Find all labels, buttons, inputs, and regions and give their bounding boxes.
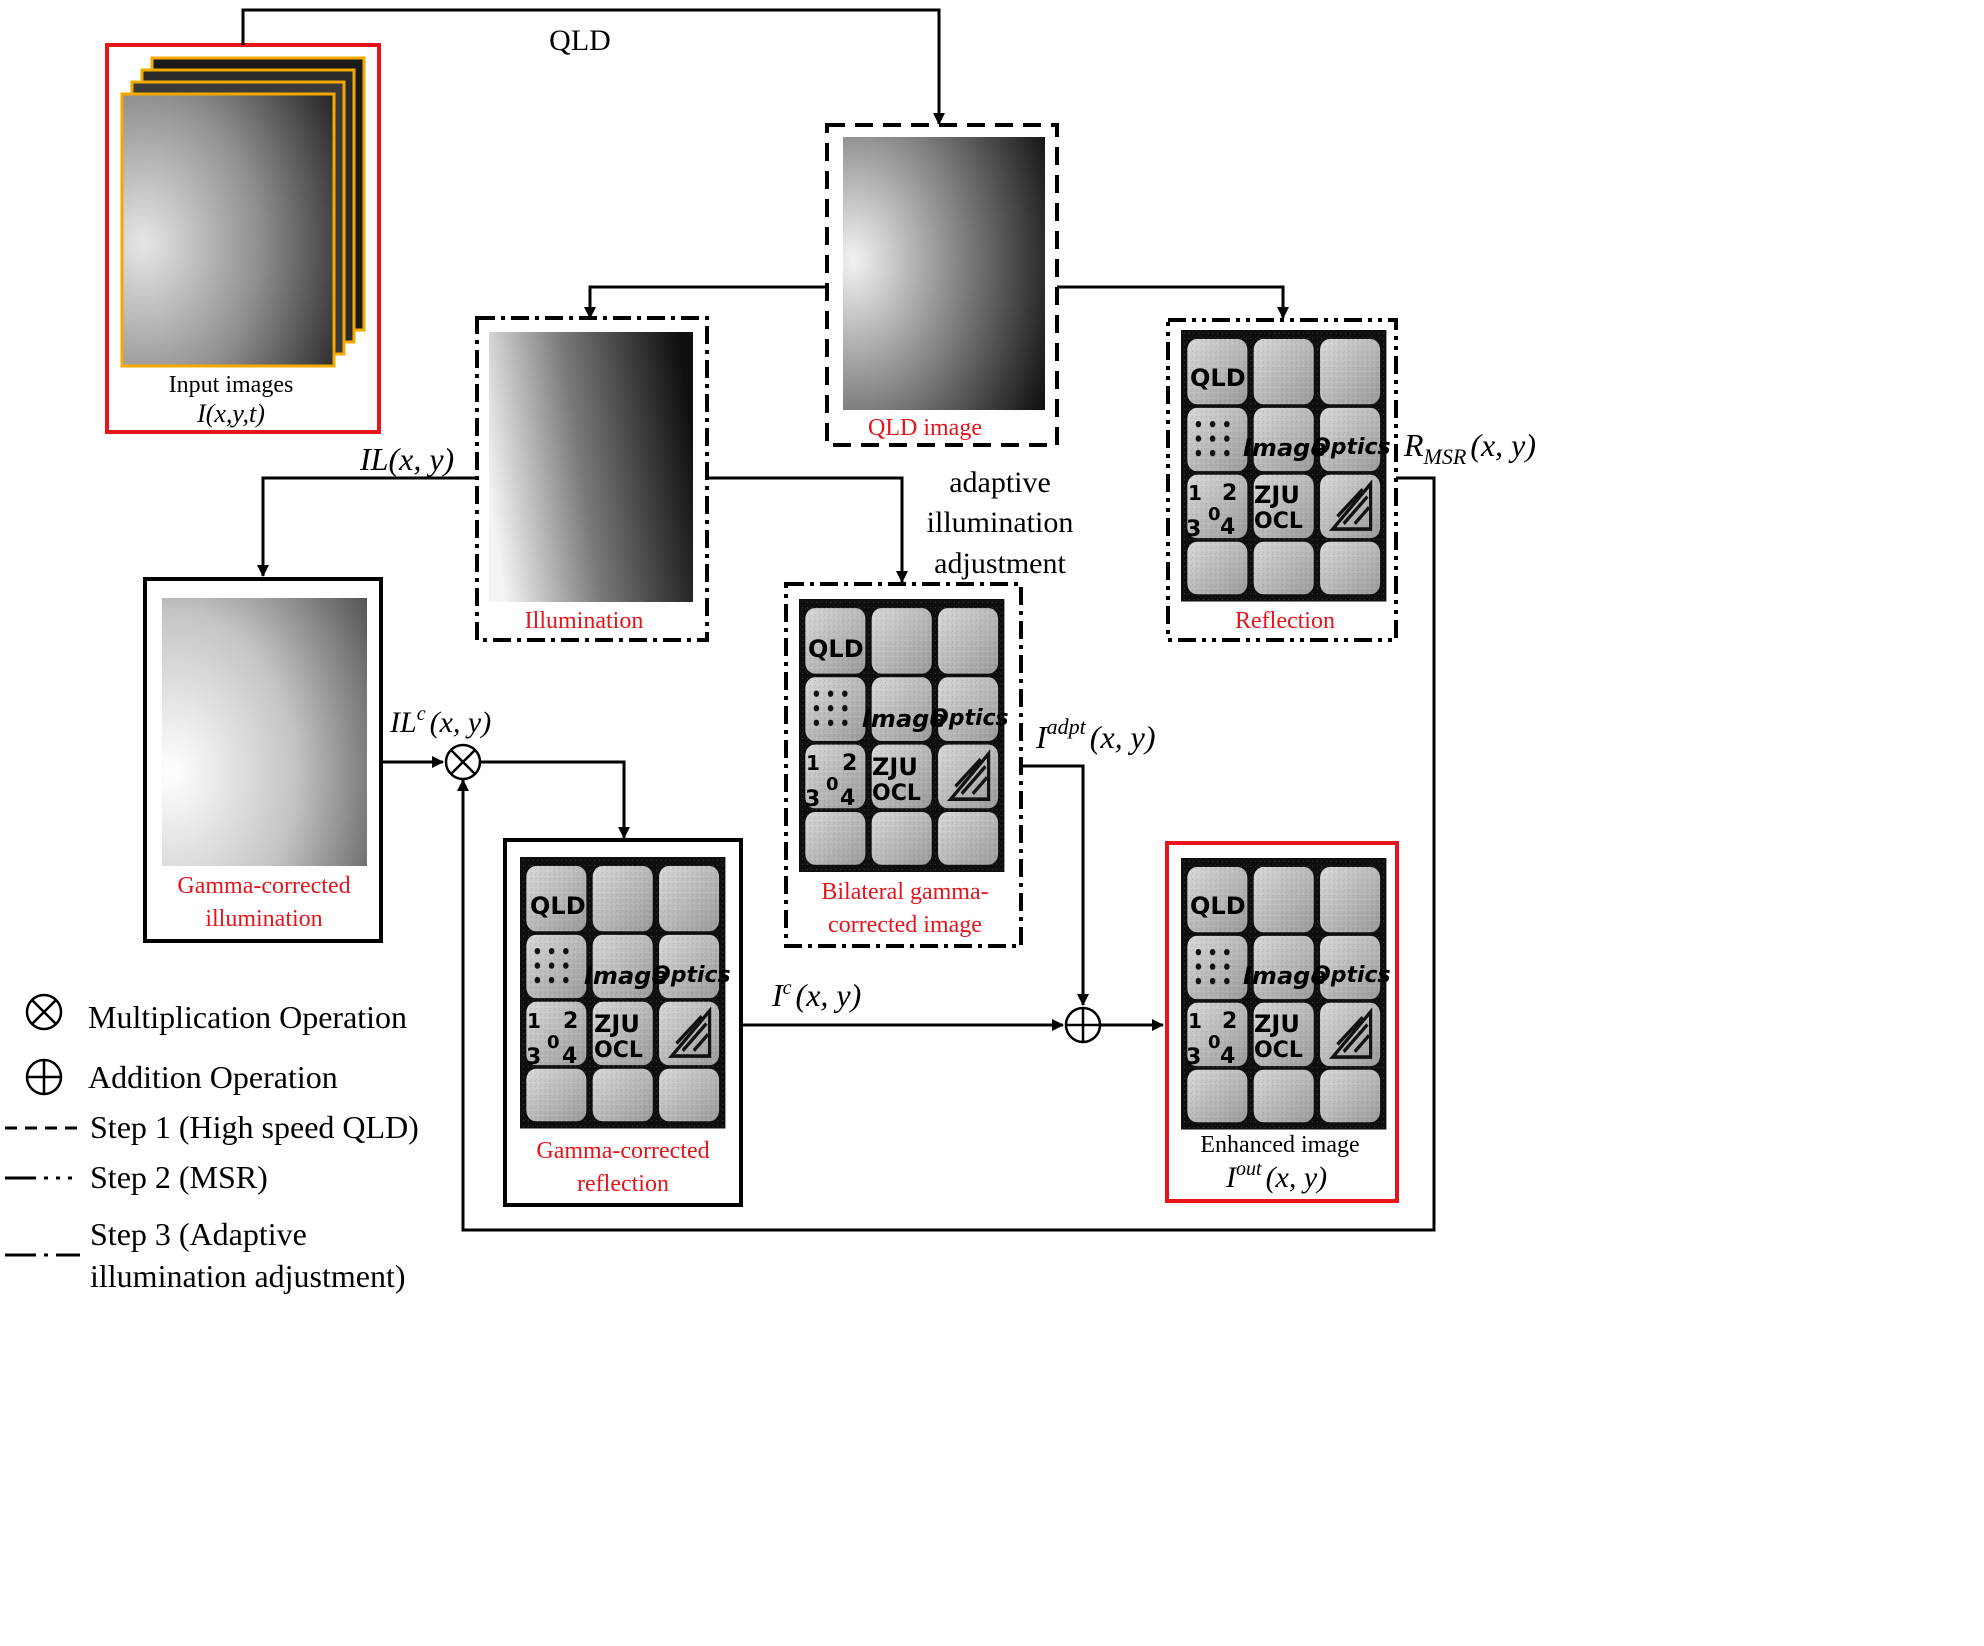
svg-text:4: 4	[1220, 1044, 1235, 1069]
input-image-stack	[120, 56, 366, 368]
bilateral-label-line1: Bilateral gamma-	[821, 879, 988, 905]
svg-text:4: 4	[840, 786, 855, 811]
addition-node	[1064, 1006, 1102, 1044]
svg-text:Image: Image	[584, 962, 668, 990]
enhanced-image-box	[1165, 841, 1399, 1203]
legend-step1: Step 1 (High speed QLD)	[90, 1109, 419, 1145]
legend-step3-line1: Step 3 (Adaptive	[90, 1216, 307, 1252]
gamma-illumination-box	[143, 577, 383, 943]
svg-text:0: 0	[1208, 504, 1221, 525]
svg-text:OCL: OCL	[1254, 509, 1303, 534]
legend: Multiplication Operation Addition Operat…	[5, 993, 419, 1294]
rmsr-formula: RMSR(x, y)	[1403, 427, 1536, 469]
svg-text:3: 3	[1186, 1045, 1201, 1070]
multiply-to-gamma-reflection-connector	[480, 760, 630, 839]
iout-formula: Iout(x, y)	[1225, 1158, 1327, 1194]
svg-text:1: 1	[1188, 1009, 1202, 1033]
svg-text:2: 2	[1222, 1009, 1237, 1034]
gamma-reflection-image-text: QLD Image Optics 1 0 2 3 4 ZJU OCL	[526, 892, 731, 1070]
svg-text:Image: Image	[1243, 962, 1327, 990]
reflection-feedback-connector	[457, 476, 1436, 1232]
illumination-to-gamma-connector	[257, 476, 477, 577]
svg-text:2: 2	[842, 751, 857, 776]
svg-text:0: 0	[826, 774, 839, 795]
svg-text:Image: Image	[862, 705, 946, 733]
qld-image-label: QLD image	[868, 415, 982, 441]
ilc-formula: ILc(x, y)	[389, 703, 491, 739]
svg-text:ZJU: ZJU	[594, 1010, 640, 1038]
svg-text:Optics: Optics	[1312, 435, 1391, 460]
qld-connector	[241, 8, 945, 125]
svg-text:Optics: Optics	[1312, 963, 1391, 988]
svg-text:1: 1	[527, 1009, 541, 1033]
legend-step2: Step 2 (MSR)	[90, 1159, 268, 1195]
svg-text:Optics: Optics	[652, 963, 731, 988]
svg-text:OCL: OCL	[1254, 1038, 1303, 1063]
svg-text:ZJU: ZJU	[1254, 481, 1300, 509]
gamma-illumination-image	[162, 598, 367, 866]
legend-step3-line2: illumination adjustment)	[90, 1258, 406, 1294]
bilateral-to-add-connector	[1021, 764, 1089, 1006]
legend-addition: Addition Operation	[88, 1059, 338, 1095]
svg-text:QLD: QLD	[1190, 892, 1246, 920]
gamma-reflection-label-line2: reflection	[577, 1171, 669, 1197]
svg-text:1: 1	[806, 751, 820, 775]
reflection-image-text: QLD Image Optics 1 0 2 3 4 ZJU OCL	[1186, 364, 1391, 542]
illumination-label: Illumination	[525, 608, 644, 634]
svg-text:1: 1	[1188, 481, 1202, 505]
gamma-illumination-label-line2: illumination	[205, 906, 322, 932]
qld-flow-label: QLD	[549, 24, 611, 57]
adaptive-label-line1: adaptive	[949, 466, 1051, 499]
reflection-label: Reflection	[1235, 608, 1335, 634]
svg-text:2: 2	[1222, 481, 1237, 506]
svg-text:3: 3	[805, 787, 820, 812]
svg-text:0: 0	[1208, 1032, 1221, 1053]
svg-text:QLD: QLD	[808, 635, 864, 663]
iadpt-formula: Iadpt(x, y)	[1035, 714, 1156, 755]
svg-text:2: 2	[563, 1009, 578, 1034]
bilateral-image-text: QLD Image Optics 1 0 2 3 4 ZJU OCL	[805, 635, 1009, 812]
svg-text:ZJU: ZJU	[1254, 1010, 1300, 1038]
svg-text:3: 3	[1186, 517, 1201, 542]
svg-text:QLD: QLD	[1190, 364, 1246, 392]
enhanced-image-text: QLD Image Optics 1 0 2 3 4 ZJU OCL	[1186, 892, 1391, 1070]
legend-multiplication: Multiplication Operation	[88, 999, 407, 1035]
svg-text:Optics: Optics	[930, 706, 1009, 731]
qld-image-box	[825, 123, 1059, 447]
adaptive-label-line2: illumination	[927, 506, 1074, 539]
qld-image	[843, 137, 1045, 410]
svg-text:4: 4	[562, 1044, 577, 1069]
svg-text:OCL: OCL	[872, 781, 921, 806]
enhanced-image-label: Enhanced image	[1200, 1132, 1359, 1158]
svg-text:4: 4	[1220, 515, 1235, 540]
gamma-illumination-label-line1: Gamma-corrected	[177, 873, 350, 899]
multiplication-node	[444, 743, 482, 781]
adaptive-label-line3: adjustment	[934, 547, 1066, 580]
svg-text:0: 0	[547, 1032, 560, 1053]
gamma-reflection-box	[503, 838, 743, 1207]
input-images-formula: I(x,y,t)	[196, 399, 265, 428]
qld-to-reflection-connector	[1057, 285, 1289, 319]
reflection-box	[1166, 318, 1398, 642]
bilateral-label-line2: corrected image	[828, 912, 982, 938]
ic-formula: Ic(x, y)	[771, 977, 861, 1013]
svg-text:OCL: OCL	[594, 1038, 643, 1063]
il-formula: IL(x, y)	[359, 441, 454, 477]
illumination-to-bilateral-connector	[707, 476, 908, 583]
multiplication-legend-icon	[25, 993, 63, 1031]
gamma-reflection-label-line1: Gamma-corrected	[536, 1138, 709, 1164]
svg-text:ZJU: ZJU	[872, 753, 918, 781]
svg-text:QLD: QLD	[530, 892, 586, 920]
addition-legend-icon	[25, 1058, 63, 1096]
qld-to-illumination-connector	[584, 285, 827, 319]
illumination-image	[489, 332, 693, 602]
svg-text:3: 3	[526, 1045, 541, 1070]
input-images-label: Input images	[169, 372, 294, 398]
svg-text:Image: Image	[1243, 434, 1327, 462]
